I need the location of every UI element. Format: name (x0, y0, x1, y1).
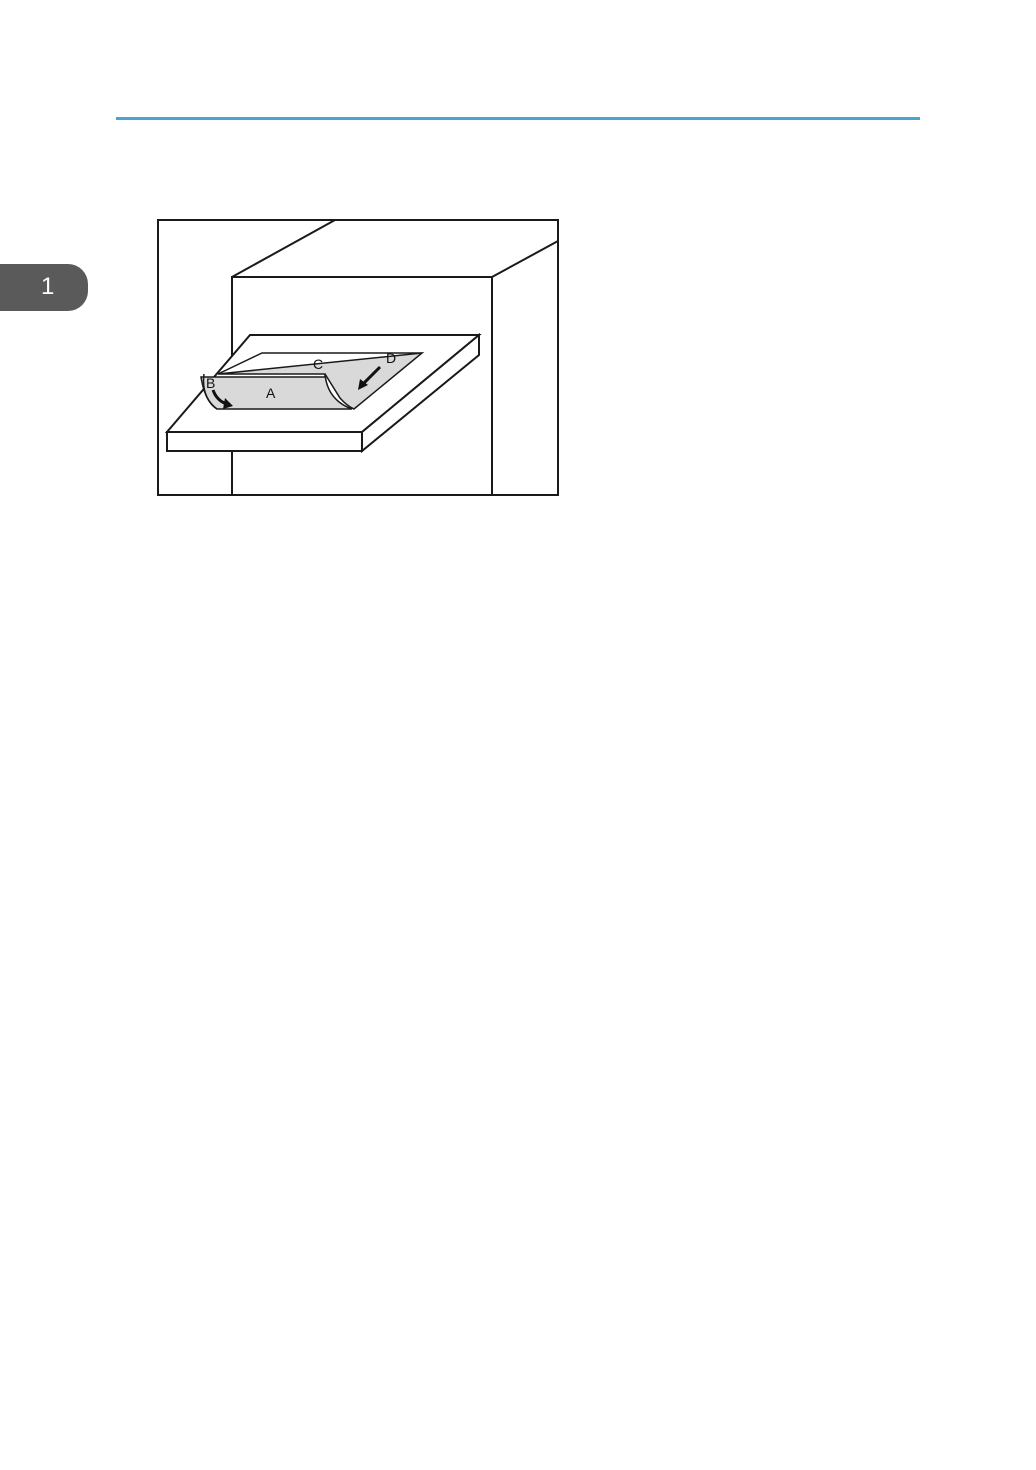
header-rule (116, 117, 920, 120)
label-d: D (386, 350, 396, 366)
chapter-tab: 1 (0, 264, 88, 311)
output-tray-diagram: A B C D (157, 219, 559, 496)
figure-illustration: A B C D (157, 219, 559, 496)
label-b: B (206, 375, 215, 391)
tray-front-face (167, 432, 362, 451)
label-a: A (266, 385, 276, 401)
chapter-number: 1 (41, 275, 54, 299)
label-c: C (313, 356, 323, 372)
